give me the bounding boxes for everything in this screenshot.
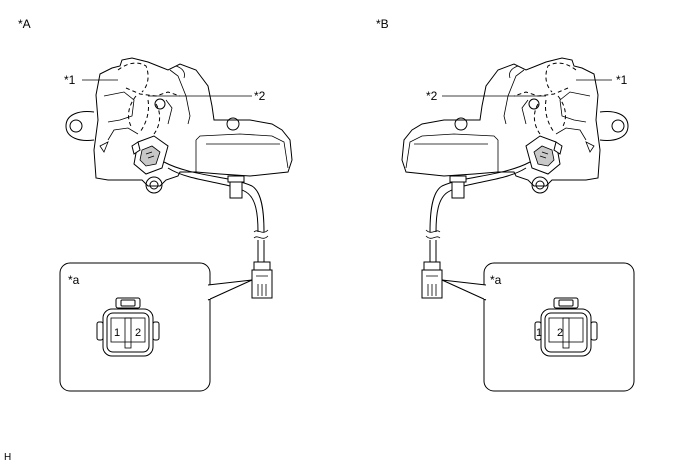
- view-label-b: *B: [376, 17, 389, 31]
- pin-2-a: 2: [135, 327, 141, 339]
- pin-1-a: 1: [114, 327, 120, 339]
- pin-1-b: 1: [536, 327, 542, 339]
- view-label-a: *A: [18, 17, 31, 31]
- pin-2-b: 2: [557, 327, 563, 339]
- view-a: *A *1 *2 *a 1 2: [18, 17, 293, 392]
- connector-detail-a: [59, 262, 253, 392]
- callout-1-a: *1: [64, 73, 76, 87]
- connector-label-a: *a: [68, 273, 80, 287]
- callout-2-a: *2: [254, 89, 266, 103]
- view-b: *B *1 *2 *a 1 2: [376, 17, 635, 392]
- callout-1-b: *1: [616, 73, 628, 87]
- illustration-code: H: [4, 452, 11, 463]
- callout-2-b: *2: [426, 89, 438, 103]
- connector-label-b: *a: [490, 273, 502, 287]
